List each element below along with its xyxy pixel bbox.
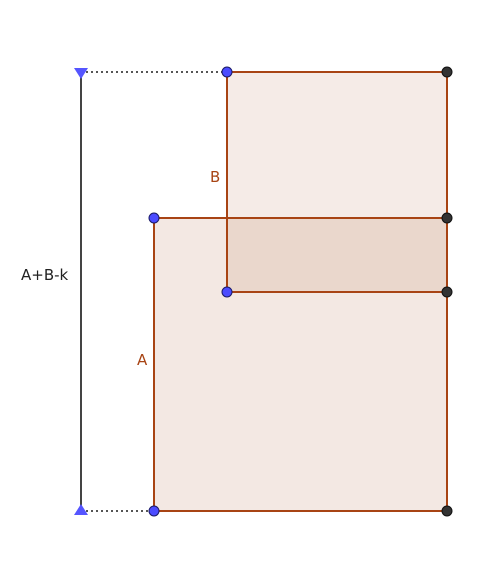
point-b-bottom-right[interactable] (441, 286, 453, 298)
total-length-label: A+B-k (21, 266, 69, 284)
point-a-bottom-right[interactable] (441, 505, 453, 517)
point-a-top-right[interactable] (441, 212, 453, 224)
measure-bottom-arrow[interactable] (74, 504, 88, 515)
point-a-top-left[interactable] (148, 212, 160, 224)
overlap-region (227, 218, 447, 292)
side-a-label: A (137, 351, 148, 369)
point-b-bottom-left[interactable] (221, 286, 233, 298)
side-b-label: B (210, 168, 220, 186)
measure-top-arrow[interactable] (74, 68, 88, 79)
point-a-bottom-left[interactable] (148, 505, 160, 517)
point-b-top-right[interactable] (441, 66, 453, 78)
point-b-top-left[interactable] (221, 66, 233, 78)
